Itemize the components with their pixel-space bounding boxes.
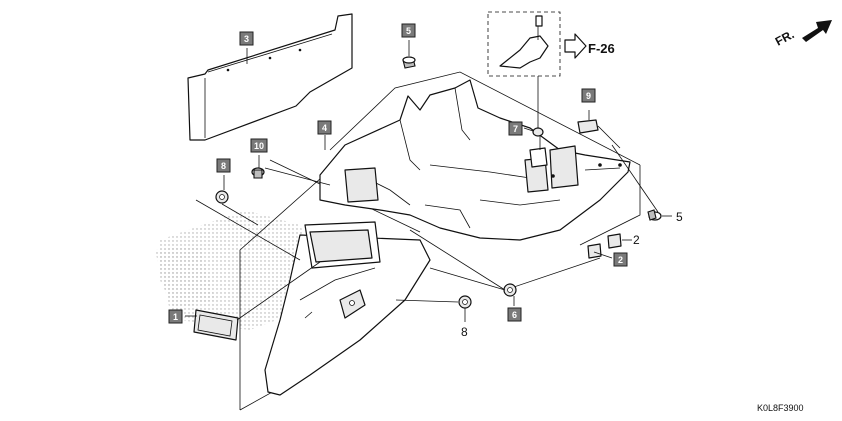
figure-code: K0L8F3900 xyxy=(757,403,804,413)
arrow-icon xyxy=(802,20,832,42)
callout-8: 8 xyxy=(216,158,231,173)
reference-label: F-26 xyxy=(588,41,615,56)
svg-text:10: 10 xyxy=(254,141,264,151)
callout-1: 1 xyxy=(168,309,183,324)
direction-indicator: FR. xyxy=(773,20,832,49)
svg-text:8: 8 xyxy=(221,161,226,171)
callout-6: 6 xyxy=(507,307,522,322)
rear-fender-part-4 xyxy=(264,79,631,396)
callout-10: 10 xyxy=(250,138,268,153)
label-2-plain: 2 xyxy=(633,233,640,247)
svg-text:4: 4 xyxy=(322,123,327,133)
reflector-part-1 xyxy=(193,309,239,341)
label-5-plain: 5 xyxy=(676,210,683,224)
direction-label: FR. xyxy=(773,27,797,48)
label-8-plain: 8 xyxy=(461,325,468,339)
hardware xyxy=(215,56,662,309)
svg-text:7: 7 xyxy=(513,124,518,134)
callout-7: 7 xyxy=(508,121,523,136)
inner-panel-part-3 xyxy=(187,13,353,141)
svg-text:1: 1 xyxy=(173,312,178,322)
svg-text:2: 2 xyxy=(618,255,623,265)
svg-text:3: 3 xyxy=(244,34,249,44)
leader-lines xyxy=(185,40,672,322)
callout-9: 9 xyxy=(581,88,596,103)
svg-text:5: 5 xyxy=(406,26,411,36)
callout-4: 4 xyxy=(317,120,332,135)
callout-2: 2 xyxy=(613,252,628,267)
svg-text:6: 6 xyxy=(512,310,517,320)
reference-inset: F-26 xyxy=(487,11,615,150)
callout-5: 5 xyxy=(401,23,416,38)
svg-text:9: 9 xyxy=(586,91,591,101)
callout-3: 3 xyxy=(239,31,254,46)
